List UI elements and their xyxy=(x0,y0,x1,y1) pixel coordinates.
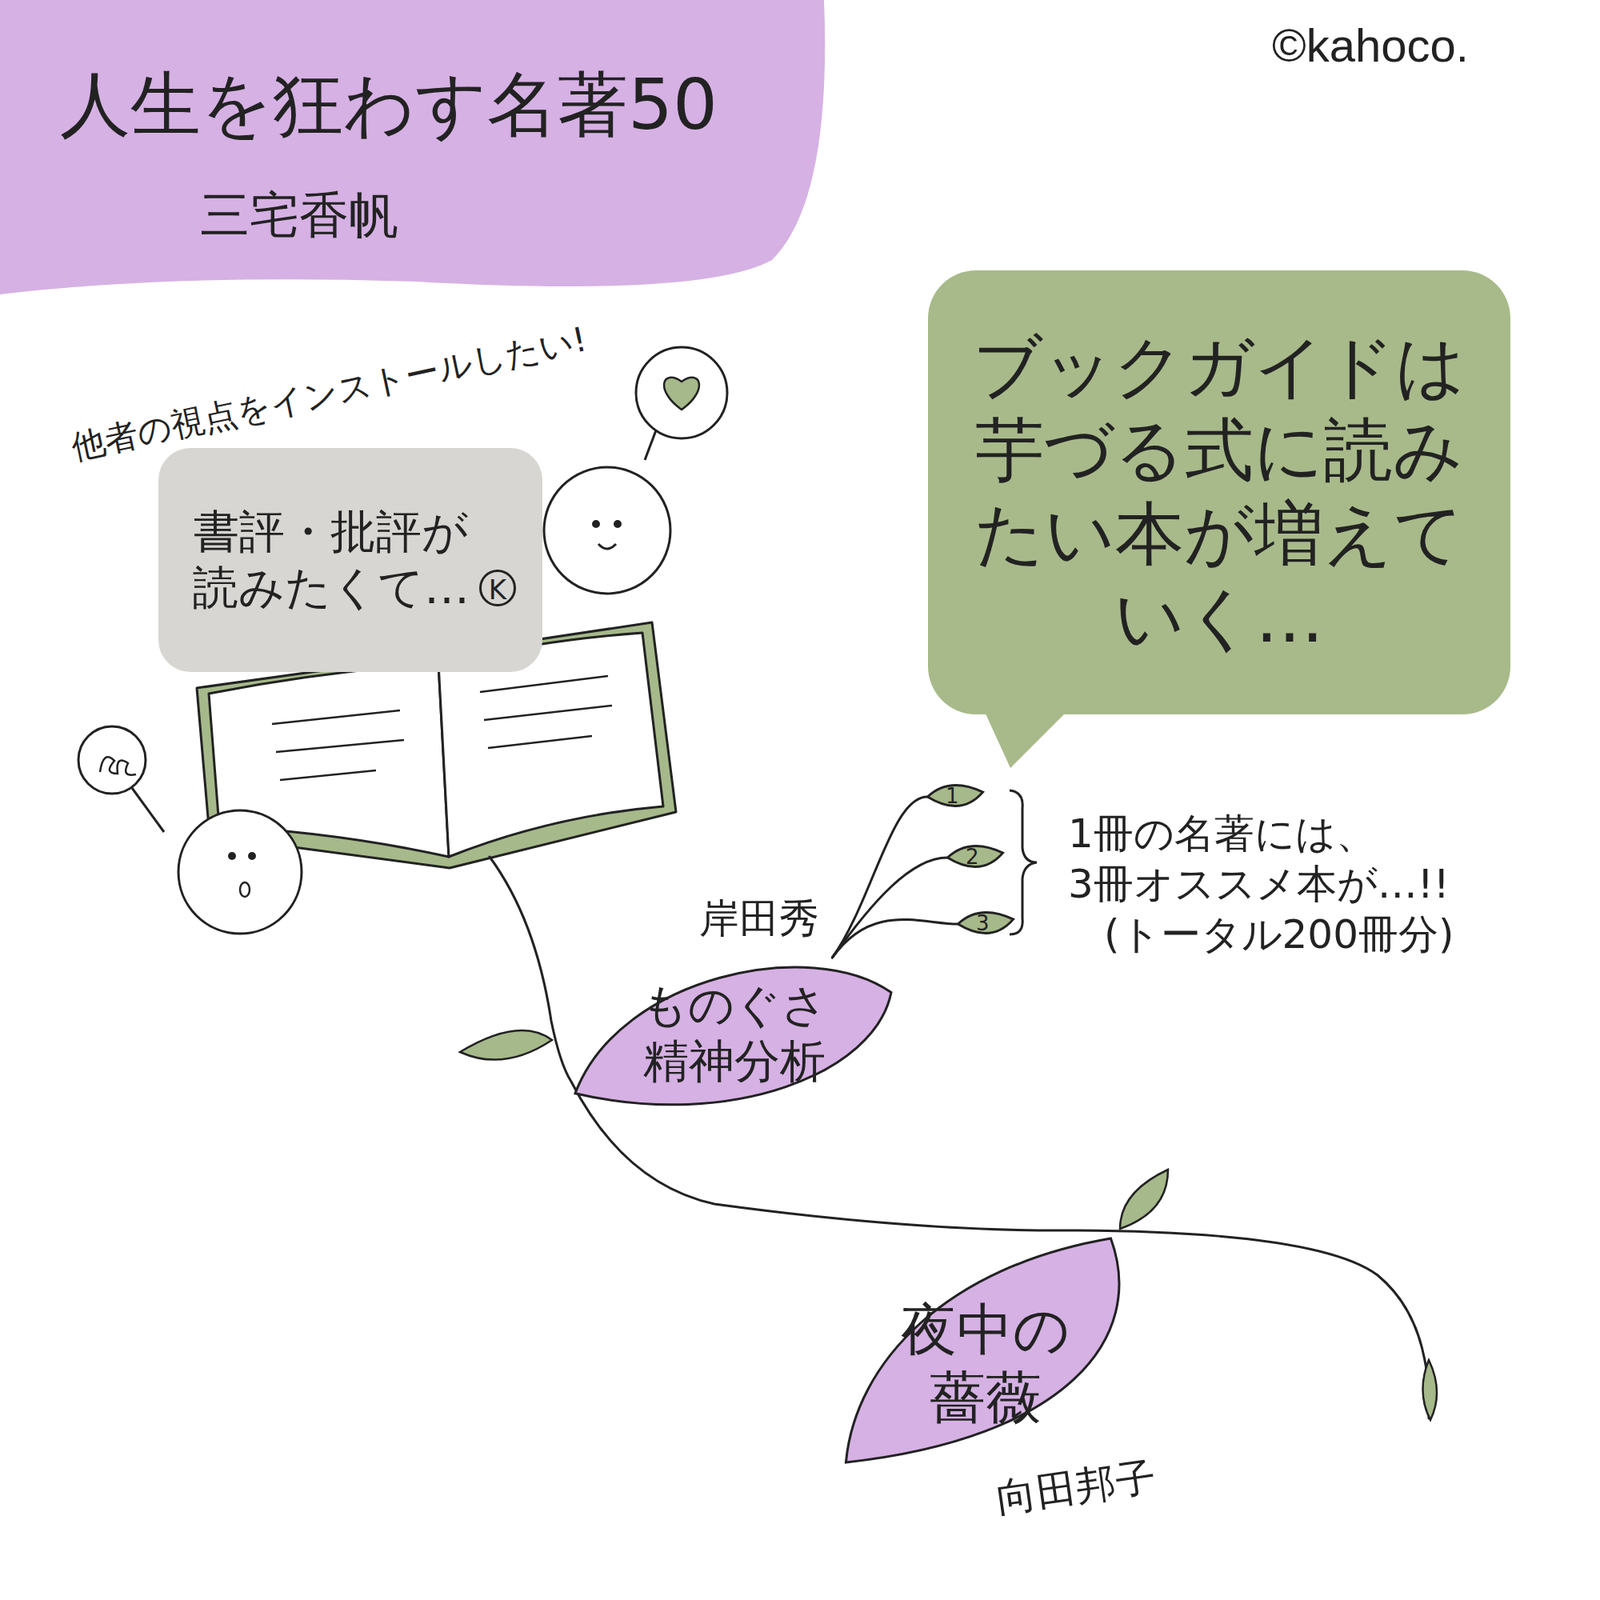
note: 3冊オススメ本が…!! xyxy=(1068,860,1450,908)
circled-letter: K xyxy=(479,569,516,607)
book-leaf-outline xyxy=(845,1238,1120,1463)
book-leaf-outline xyxy=(575,967,892,1105)
node-body: ものぐさ精神分析 xyxy=(636,978,832,1090)
speech-bubble: 書評・批評が読みたくて… xyxy=(158,448,543,672)
reader-figure xyxy=(78,726,302,934)
copyright: ©kahoco. xyxy=(1272,17,1469,74)
book-leaf: ものぐさ精神分析岸田秀 xyxy=(571,944,898,1114)
book-leaf: 夜中の薔薇向田邦子 xyxy=(836,1234,1134,1470)
node-text: ブックガイドは芋づる式に読みたい本が増えていく… xyxy=(971,324,1467,661)
node-subtext: ものぐさ精神分析 xyxy=(636,978,832,1090)
node-body: 3 xyxy=(976,911,990,937)
vine-connector xyxy=(832,857,948,958)
author-name: 三宅香帆 xyxy=(200,185,399,245)
small-leaf: 2 xyxy=(946,840,1004,876)
node-text: 1 xyxy=(945,784,960,810)
node-text: 岸田秀 xyxy=(699,894,820,943)
node-text: 夜中の薔薇 xyxy=(892,1295,1078,1432)
small-leaf: 3 xyxy=(956,906,1015,942)
title: 人生を狂わす名著50 xyxy=(60,62,718,148)
reader-figure xyxy=(544,347,728,594)
node-body: 2 xyxy=(965,844,980,871)
title-band xyxy=(0,0,825,295)
bubble-tail xyxy=(984,710,1068,768)
small-leaf: 1 xyxy=(926,779,984,815)
bracket xyxy=(1009,790,1037,935)
node-text: 2 xyxy=(965,844,980,871)
speech-bubble: ブックガイドは芋づる式に読みたい本が増えていく… xyxy=(928,270,1511,715)
vine-connector xyxy=(832,796,928,958)
node-body: ブックガイドは芋づる式に読みたい本が増えていく… xyxy=(971,324,1467,661)
node-body: 夜中の薔薇 xyxy=(892,1295,1078,1432)
node-body: 1 xyxy=(945,784,960,810)
vine-connector xyxy=(832,919,958,958)
node-text: 3 xyxy=(976,911,990,937)
note: 1冊の名著には、 xyxy=(1068,809,1376,858)
node-body: 書評・批評が読みたくて… xyxy=(189,504,472,616)
note: 他者の視点をインストールしたい! xyxy=(68,319,591,468)
node-subtext: 向田邦子 xyxy=(993,1452,1159,1522)
note: (トータル200冊分) xyxy=(1104,910,1454,959)
node-text: 書評・批評が読みたくて… xyxy=(189,504,472,616)
